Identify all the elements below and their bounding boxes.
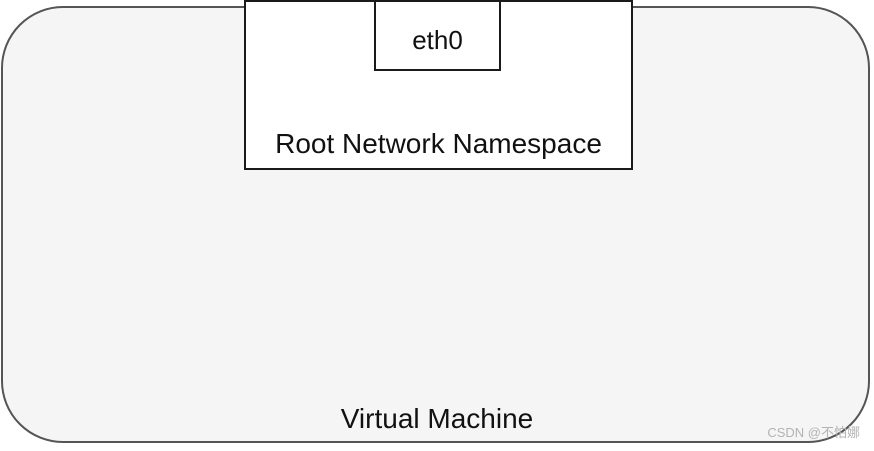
root-network-namespace-label: Root Network Namespace	[275, 128, 602, 159]
watermark: CSDN @不怕娜	[767, 425, 860, 440]
eth0-interface-box	[374, 0, 501, 71]
virtual-machine-label: Virtual Machine	[340, 403, 534, 434]
eth0-interface-label: eth0	[412, 25, 463, 55]
